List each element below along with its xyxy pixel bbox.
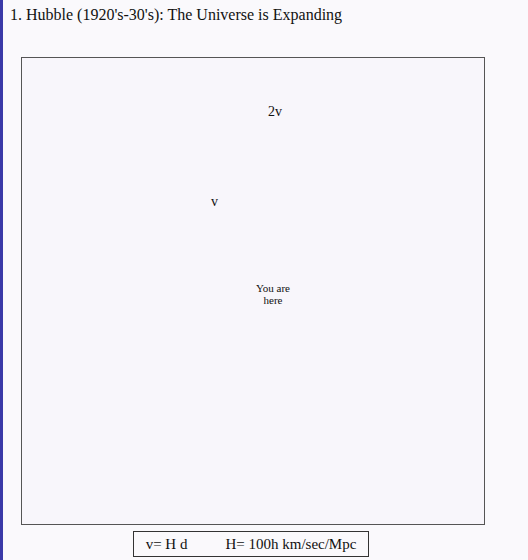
- velocity-label: 2v: [268, 104, 282, 120]
- formula-box: v= H d H= 100h km/sec/Mpc: [133, 531, 370, 557]
- page-edge-bar: [0, 0, 3, 560]
- formula-text: v= H d: [146, 536, 188, 553]
- observer-label: You are here: [248, 282, 298, 306]
- formula-text: H= 100h km/sec/Mpc: [225, 536, 356, 553]
- diagram-frame: 2v vYou are here: [21, 57, 485, 525]
- velocity-label: v: [211, 194, 218, 210]
- title: 1. Hubble (1920's-30's): The Universe is…: [10, 6, 342, 24]
